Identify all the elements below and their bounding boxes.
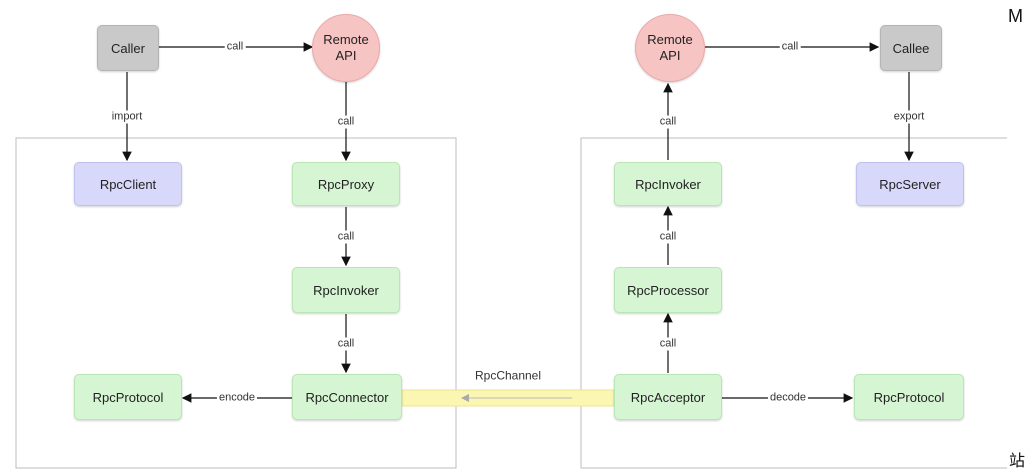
label-encode: encode bbox=[216, 391, 258, 405]
rpcacceptor-node: RpcAcceptor bbox=[614, 374, 722, 420]
label-caller-import: import bbox=[109, 110, 145, 124]
label-invoker-to-api: call bbox=[657, 115, 679, 129]
label-api-to-proxy: call bbox=[335, 115, 357, 129]
rpcprocessor-node: RpcProcessor bbox=[614, 267, 722, 313]
rpcserver-node: RpcServer bbox=[856, 162, 964, 206]
rpcprotocol-left-node: RpcProtocol bbox=[74, 374, 182, 420]
label-acceptor-to-processor: call bbox=[657, 337, 679, 351]
callee-node: Callee bbox=[880, 25, 942, 71]
corner-watermark-bottom: 站 bbox=[1008, 453, 1025, 470]
rpcinvoker-right-node: RpcInvoker bbox=[614, 162, 722, 206]
remote-api-left-node: Remote API bbox=[312, 14, 380, 82]
caller-node: Caller bbox=[97, 25, 159, 71]
label-invoker-to-connector: call bbox=[335, 337, 357, 351]
corner-watermark-top: M bbox=[1008, 6, 1023, 26]
label-caller-to-api: call bbox=[224, 40, 246, 54]
label-proxy-to-invoker: call bbox=[335, 230, 357, 244]
rpcclient-node: RpcClient bbox=[74, 162, 182, 206]
label-rpc-channel: RpcChannel bbox=[474, 368, 542, 383]
rpcproxy-left-node: RpcProxy bbox=[292, 162, 400, 206]
rpcinvoker-left-node: RpcInvoker bbox=[292, 267, 400, 313]
label-callee-export: export bbox=[891, 110, 927, 124]
remote-api-right-node: Remote API bbox=[635, 14, 705, 82]
rpcconnector-node: RpcConnector bbox=[292, 374, 402, 420]
label-decode: decode bbox=[767, 391, 809, 405]
client-container bbox=[15, 137, 457, 469]
rpcprotocol-right-node: RpcProtocol bbox=[854, 374, 964, 420]
right-edge-strip bbox=[1007, 0, 1029, 475]
label-processor-to-invoker: call bbox=[657, 230, 679, 244]
label-api-to-callee: call bbox=[779, 40, 801, 54]
